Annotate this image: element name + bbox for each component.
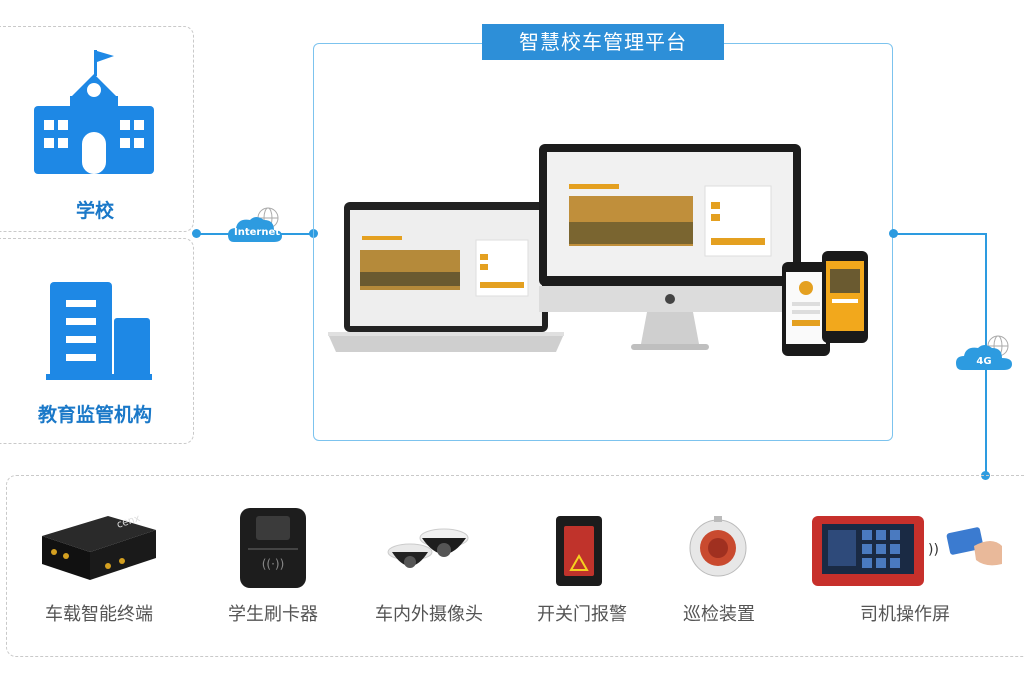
school-label: 学校 [75,200,114,222]
vehicle-terminal-image: cenx [38,508,160,586]
device-label: 司机操作屏 [860,604,950,625]
platform-title: 智慧校车管理平台 [482,24,724,60]
door-alarm-switch-image [556,516,602,586]
laptop-image [328,202,564,354]
phone-image [782,262,830,356]
card-reader-image: ((·)) [238,506,308,590]
device-label: 车内外摄像头 [375,604,483,625]
authority-panel [0,238,194,444]
school-building-icon [34,50,154,174]
device-label: 开关门报警 [537,604,627,625]
connector-line-right-h [893,233,987,235]
school-panel [0,26,194,232]
internet-cloud-icon: Internet [226,206,288,246]
desktop-monitor-image [539,144,801,356]
camera-image [386,522,470,578]
phone-image [822,251,868,343]
internet-label: Internet [233,227,280,238]
device-label: 巡检装置 [683,604,755,625]
office-building-icon [46,282,152,380]
hand-with-card-image: )) [926,522,1006,568]
device-label: 车载智能终端 [45,604,153,625]
patrol-button-image [688,514,748,584]
svg-text:)): )) [928,542,939,558]
4g-label: 4G [976,356,992,367]
authority-label: 教育监管机构 [37,404,152,426]
svg-text:((·)): ((·)) [262,557,285,571]
devices-panel [6,475,1024,657]
4g-cloud-icon: 4G [954,334,1018,374]
driver-screen-image [812,516,924,586]
device-label: 学生刷卡器 [228,604,318,625]
